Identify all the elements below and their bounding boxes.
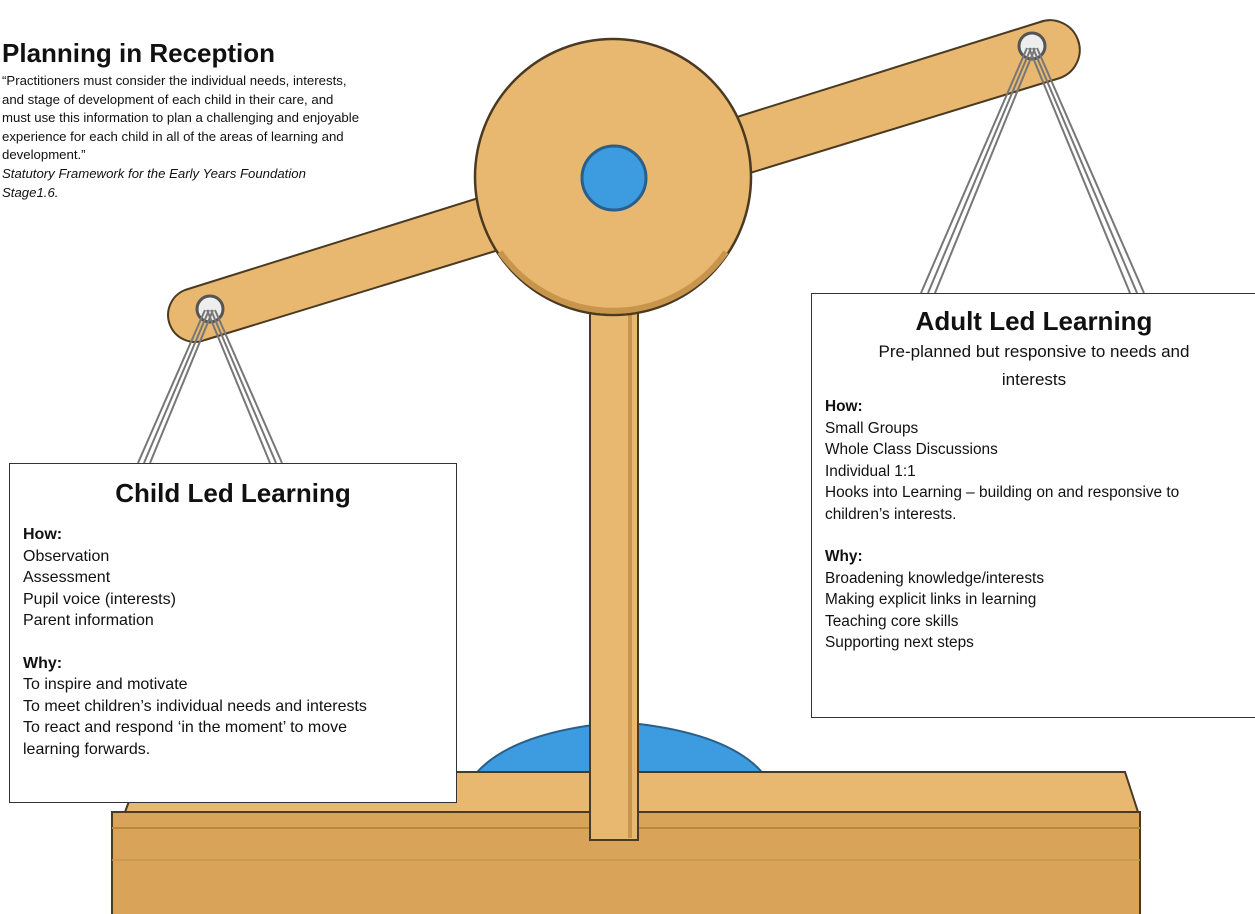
adult-led-how-item: Small Groups: [825, 419, 919, 437]
scale-pivot-hub: [580, 144, 648, 212]
adult-led-how-item: Individual 1:1: [825, 462, 916, 480]
right-ropes: [920, 47, 1145, 294]
adult-led-how-item: children’s interests.: [825, 505, 957, 523]
child-led-how-item: Assessment: [23, 569, 111, 586]
framework-quote: “Practitioners must consider the individ…: [2, 72, 442, 165]
quote-line: and stage of development of each child i…: [2, 91, 334, 107]
intro-block: Planning in Reception “Practitioners mus…: [2, 38, 442, 202]
child-led-why-item: learning forwards.: [23, 740, 151, 758]
adult-led-why-item: Broadening knowledge/interests: [825, 569, 1045, 587]
child-led-title: Child Led Learning: [115, 478, 351, 508]
child-led-why-item: To react and respond ‘in the moment’ to …: [23, 719, 348, 736]
adult-led-subtitle-line: interests: [1001, 370, 1067, 389]
adult-led-subtitle-line: Pre-planned but responsive to needs and: [878, 342, 1190, 361]
adult-led-how-label: How:: [825, 398, 863, 415]
adult-led-subtitle: Pre-planned but responsive to needs and …: [825, 338, 1255, 394]
citation-line: Statutory Framework for the Early Years …: [2, 165, 306, 181]
adult-led-why-item: Making explicit links in learning: [825, 591, 1037, 608]
child-led-how-item: Pupil voice (interests): [23, 590, 176, 608]
adult-led-why-item: Teaching core skills: [825, 612, 959, 630]
quote-line: experience for each child in all of the …: [2, 128, 344, 144]
child-led-panel: Child Led Learning How: Observation Asse…: [9, 463, 457, 803]
child-led-why-item: To meet children’s individual needs and …: [23, 697, 367, 715]
quote-line: development.”: [2, 147, 86, 163]
quote-citation: Statutory Framework for the Early Years …: [2, 165, 442, 202]
page-title: Planning in Reception: [2, 38, 276, 68]
adult-led-how-item: Whole Class Discussions: [825, 441, 998, 458]
quote-line: must use this information to plan a chal…: [2, 110, 360, 126]
child-led-why-label: Why:: [23, 654, 63, 672]
adult-led-title: Adult Led Learning: [915, 306, 1153, 336]
child-led-how-label: How:: [23, 526, 63, 543]
child-led-how-item: Observation: [23, 547, 110, 565]
adult-led-how-item: Hooks into Learning – building on and re…: [825, 484, 1180, 501]
adult-led-panel: Adult Led Learning Pre-planned but respo…: [811, 293, 1255, 718]
citation-line: Stage1.6.: [2, 184, 59, 200]
left-ropes: [137, 309, 283, 464]
child-led-why-item: To inspire and motivate: [23, 676, 188, 693]
adult-led-why-item: Supporting next steps: [825, 634, 974, 651]
quote-line: “Practitioners must consider the individ…: [2, 73, 347, 88]
adult-led-why-label: Why:: [825, 548, 863, 565]
child-led-how-item: Parent information: [23, 612, 154, 629]
